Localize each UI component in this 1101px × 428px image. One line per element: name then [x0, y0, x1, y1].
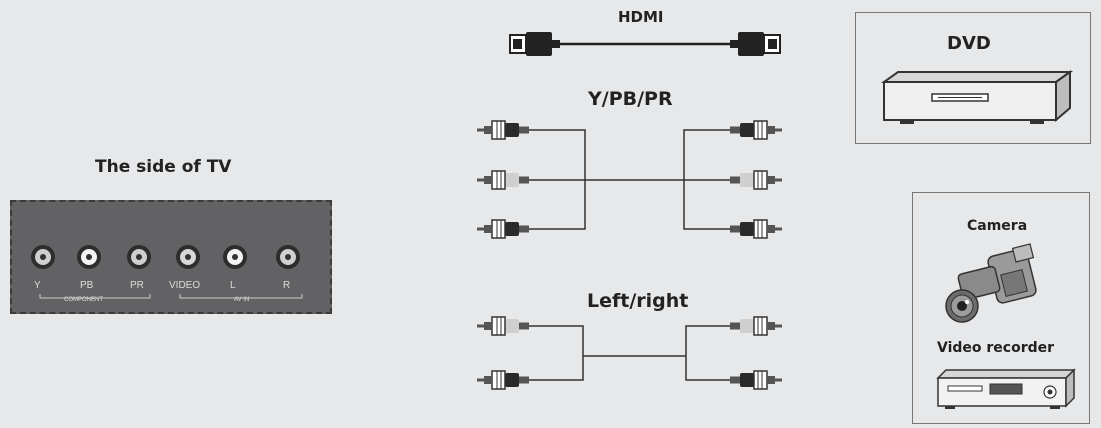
audio-cable-label: Left/right	[587, 290, 689, 312]
jack-l	[223, 245, 247, 269]
tv-side-panel: Y PB PR VIDEO L R COMPONENT AV IN	[10, 200, 332, 314]
hdmi-label: HDMI	[618, 8, 664, 26]
component-bracket	[39, 294, 151, 299]
port-label-video: VIDEO	[169, 280, 201, 291]
component-plugs-right	[729, 120, 783, 239]
jack-r	[276, 245, 300, 269]
jack-video	[176, 245, 200, 269]
component-plugs-left	[476, 120, 530, 239]
component-cable	[529, 129, 730, 230]
port-label-pb: PB	[80, 280, 94, 291]
jack-row	[31, 245, 303, 299]
video-recorder-label: Video recorder	[937, 340, 1055, 356]
jack-pr	[127, 245, 151, 269]
jack-pb	[77, 245, 101, 269]
port-label-l: L	[230, 280, 236, 291]
audio-plugs-right	[729, 316, 783, 390]
av-in-label: AV IN	[234, 297, 250, 303]
tv-side-title: The side of TV	[95, 157, 232, 177]
component-cable-label: Y/PB/PR	[588, 88, 673, 110]
port-label-r: R	[283, 280, 291, 291]
hdmi-cable	[509, 31, 781, 57]
audio-cable	[529, 325, 730, 381]
hdmi-plug-left	[509, 31, 561, 57]
port-label-pr: PR	[130, 280, 144, 291]
hdmi-plug-right	[729, 31, 781, 57]
dvd-label: DVD	[947, 33, 991, 54]
dvd-device-box	[855, 12, 1091, 144]
camera-label: Camera	[967, 218, 1028, 234]
audio-plugs-left	[476, 316, 530, 390]
jack-y	[31, 245, 55, 269]
av-in-bracket	[179, 294, 303, 299]
component-label: COMPONENT	[64, 297, 103, 303]
port-label-y: Y	[34, 280, 41, 291]
